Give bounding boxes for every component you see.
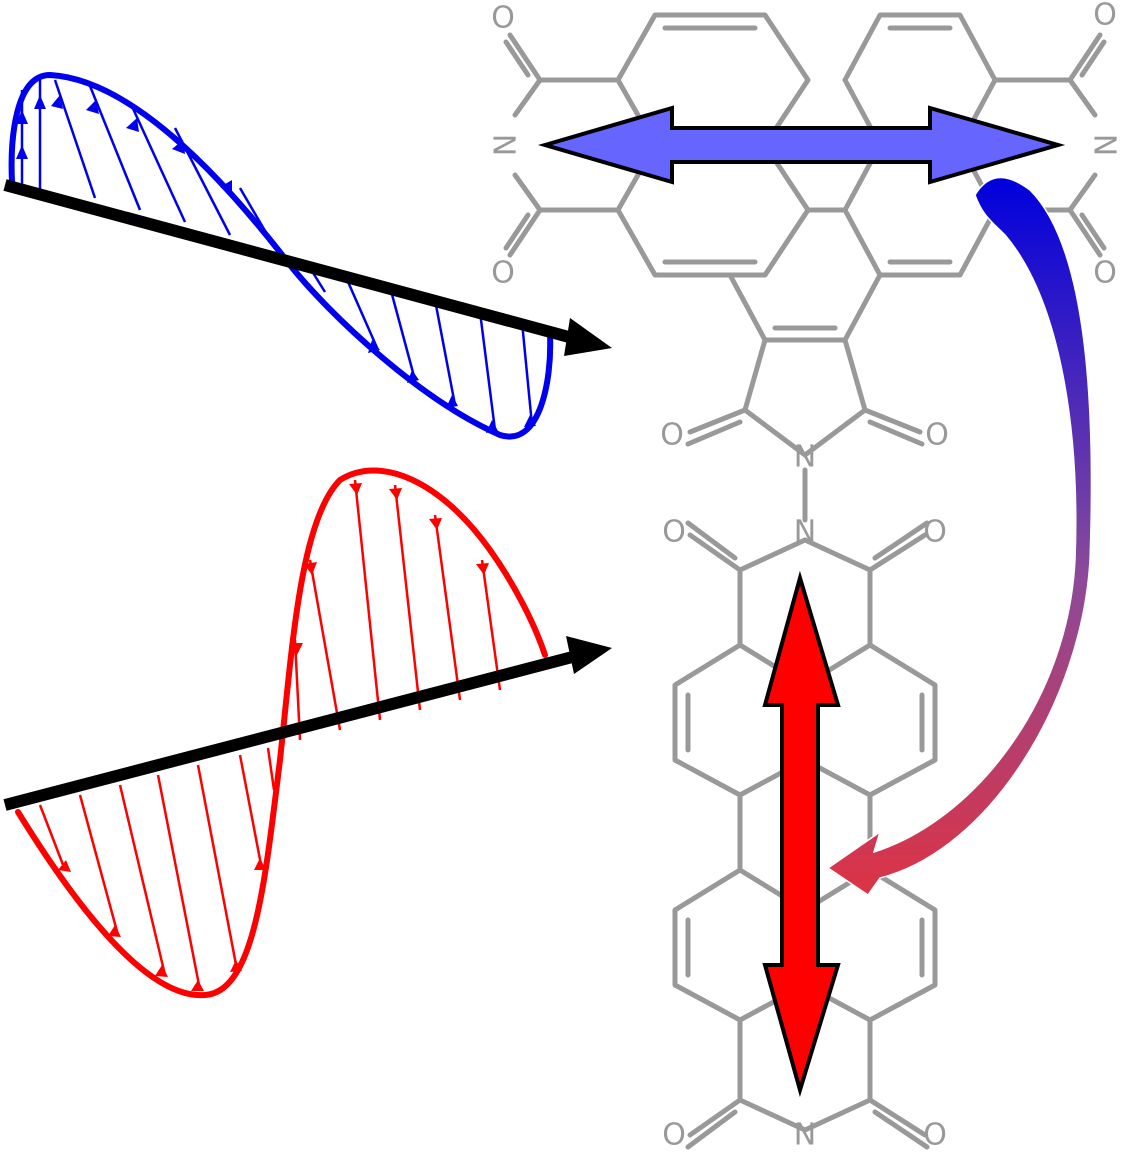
lower-double-bonds: [685, 520, 930, 1150]
oxygen-label: O: [662, 1118, 686, 1151]
oxygen-label: O: [491, 1, 515, 36]
upper-dipole-arrow-icon: [537, 105, 1066, 185]
oxygen-label: O: [1093, 0, 1117, 33]
propagation-arrow-icon: [3, 179, 612, 356]
nitrogen-label: N: [486, 134, 521, 156]
oxygen-label: O: [923, 1118, 947, 1151]
lower-wave-arrowheads: [58, 483, 489, 991]
oxygen-label: O: [662, 515, 686, 550]
nitrogen-label: N: [1087, 134, 1122, 156]
upper-double-bonds: [503, 25, 1107, 447]
lower-wave-field-vectors: [38, 479, 502, 991]
oxygen-label: O: [923, 515, 947, 550]
nitrogen-label: N: [794, 1118, 816, 1151]
lower-wave: [15, 467, 548, 999]
upper-wave-field-vectors: [20, 79, 534, 431]
atom-labels: O O N N O O O O N N O O O N O: [486, 0, 1122, 1153]
oxygen-label: O: [660, 418, 684, 453]
energy-transfer-arrow-icon: [826, 176, 1093, 897]
oxygen-label: O: [925, 418, 949, 453]
lower-dipole-arrow-icon: [762, 570, 841, 1098]
nitrogen-label: N: [794, 440, 816, 475]
nitrogen-label: N: [794, 515, 816, 550]
lower-unit-bonds: [672, 532, 938, 1138]
oxygen-label: O: [491, 256, 515, 291]
molecule-structure: [503, 12, 1107, 1150]
upper-wave-arrowheads: [16, 95, 536, 433]
propagation-arrow-icon: [3, 636, 612, 811]
oxygen-label: O: [1093, 256, 1117, 291]
lower-wave-envelope: [15, 467, 548, 999]
